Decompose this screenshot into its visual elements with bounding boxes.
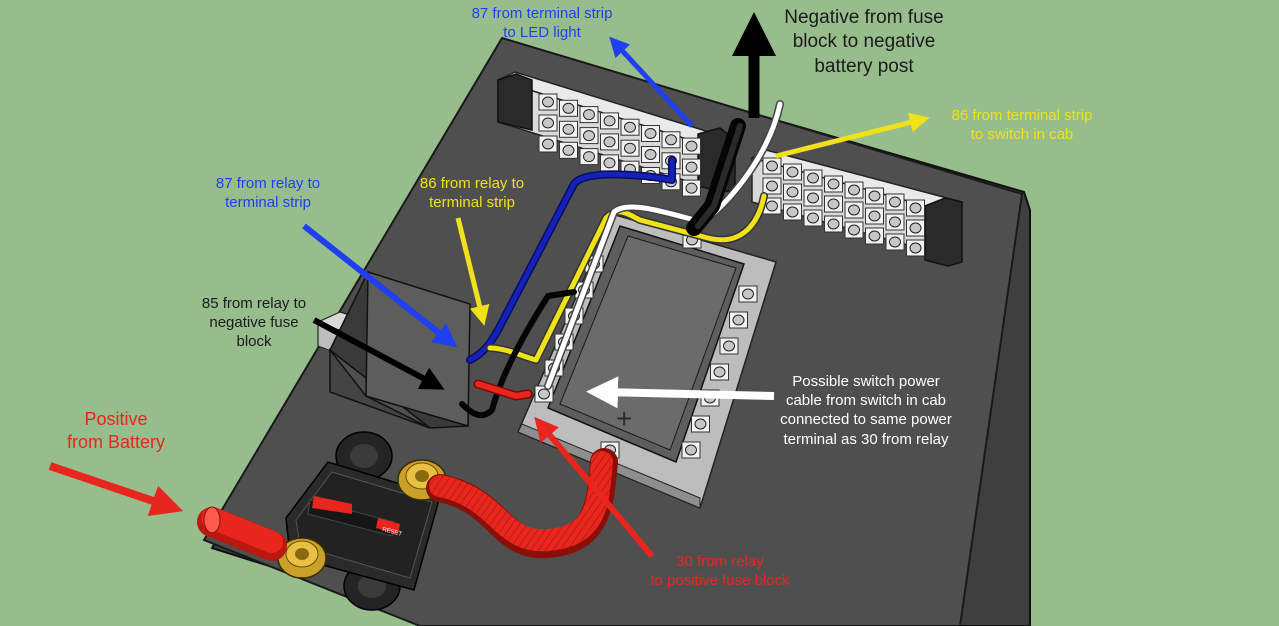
label-87-relay: 87 from relay to terminal strip (215, 175, 321, 212)
terminal-screw (844, 201, 864, 219)
terminal-screw (783, 183, 802, 201)
terminal-screw (681, 441, 701, 459)
terminal-screw (906, 239, 925, 257)
terminal-screw (600, 133, 619, 151)
terminal-screw (762, 157, 782, 175)
terminal-screw (538, 114, 558, 132)
arrow-relay87 (302, 223, 458, 348)
terminal-screw (824, 215, 843, 233)
terminal-screw (559, 141, 578, 159)
terminal-screw (620, 139, 640, 157)
label-86-switch-cab: 86 from terminal strip to switch in cab (951, 107, 1093, 144)
terminal-screw (579, 127, 599, 145)
terminal-strip-right (750, 149, 964, 267)
terminal-screw (906, 219, 925, 237)
terminal-screw (865, 227, 884, 245)
terminal-screw (844, 181, 864, 199)
terminal-screw (762, 197, 782, 215)
arrow-led (609, 36, 694, 128)
arrow-switch-cab (775, 112, 930, 159)
terminal-screw (885, 233, 905, 251)
arrow-relay85 (312, 317, 445, 390)
terminal-screw (682, 158, 701, 176)
wire-87-blue (466, 156, 676, 364)
terminal-screw (844, 221, 864, 239)
terminal-screw (641, 146, 660, 163)
breaker-reset-text: RESET (382, 527, 403, 538)
terminal-screw (600, 112, 619, 130)
arrow-positive (48, 462, 184, 517)
wire-30-relay-red (473, 379, 533, 401)
fuse-block-plus-symbol: + (616, 403, 632, 434)
terminal-screw (865, 187, 884, 205)
terminal-screw (865, 207, 884, 225)
terminal-screw (824, 195, 843, 213)
label-85-relay: 85 from relay to negative fuse block (201, 295, 307, 351)
terminal-screw (906, 199, 925, 217)
terminal-screw (719, 337, 739, 355)
terminal-screw (538, 135, 558, 153)
label-86-relay: 86 from relay to terminal strip (419, 175, 525, 212)
terminal-screw (579, 106, 599, 124)
terminal-screw (762, 177, 782, 195)
terminal-screw (729, 311, 748, 329)
terminal-screw (803, 169, 823, 187)
terminal-screw (600, 154, 619, 172)
breaker-post-bottom (277, 537, 327, 579)
arrow-possible (586, 376, 775, 409)
terminal-screw (534, 385, 554, 403)
terminal-screw (738, 285, 758, 303)
arrow-relay30 (534, 416, 655, 558)
label-positive-battery: Positive from Battery (66, 409, 166, 453)
label-possible-switch-power: Possible switch power cable from switch … (780, 373, 952, 448)
terminal-screw (559, 120, 578, 138)
terminal-screw (803, 189, 823, 207)
wire-negative-black (686, 118, 746, 236)
terminal-screw (710, 363, 729, 381)
terminal-screw (885, 213, 905, 231)
terminal-screw (783, 203, 802, 221)
terminal-screw (661, 131, 681, 149)
terminal-screw (538, 93, 558, 111)
terminal-screw (885, 193, 905, 211)
terminal-screw (824, 175, 843, 193)
terminal-screw (803, 209, 823, 227)
circuit-breaker: RESET (277, 431, 447, 611)
terminal-screw (682, 137, 701, 155)
battery-positive-cable (197, 506, 287, 561)
terminal-screw (641, 125, 660, 142)
arrow-relay86 (455, 217, 490, 326)
label-negative-battery-post: Negative from fuse block to negative bat… (784, 7, 944, 77)
terminal-screw (620, 118, 640, 136)
terminal-screw (691, 415, 710, 433)
terminal-screw (682, 179, 701, 197)
label-30-relay: 30 from relay to positive fuse block (650, 553, 790, 590)
terminal-strip-right-screws (762, 157, 925, 257)
terminal-screw (579, 148, 599, 166)
terminal-screw (559, 99, 578, 117)
label-87-led-light: 87 from terminal strip to LED light (471, 5, 613, 42)
wire-85-black (459, 289, 577, 419)
terminal-screw (783, 163, 802, 181)
